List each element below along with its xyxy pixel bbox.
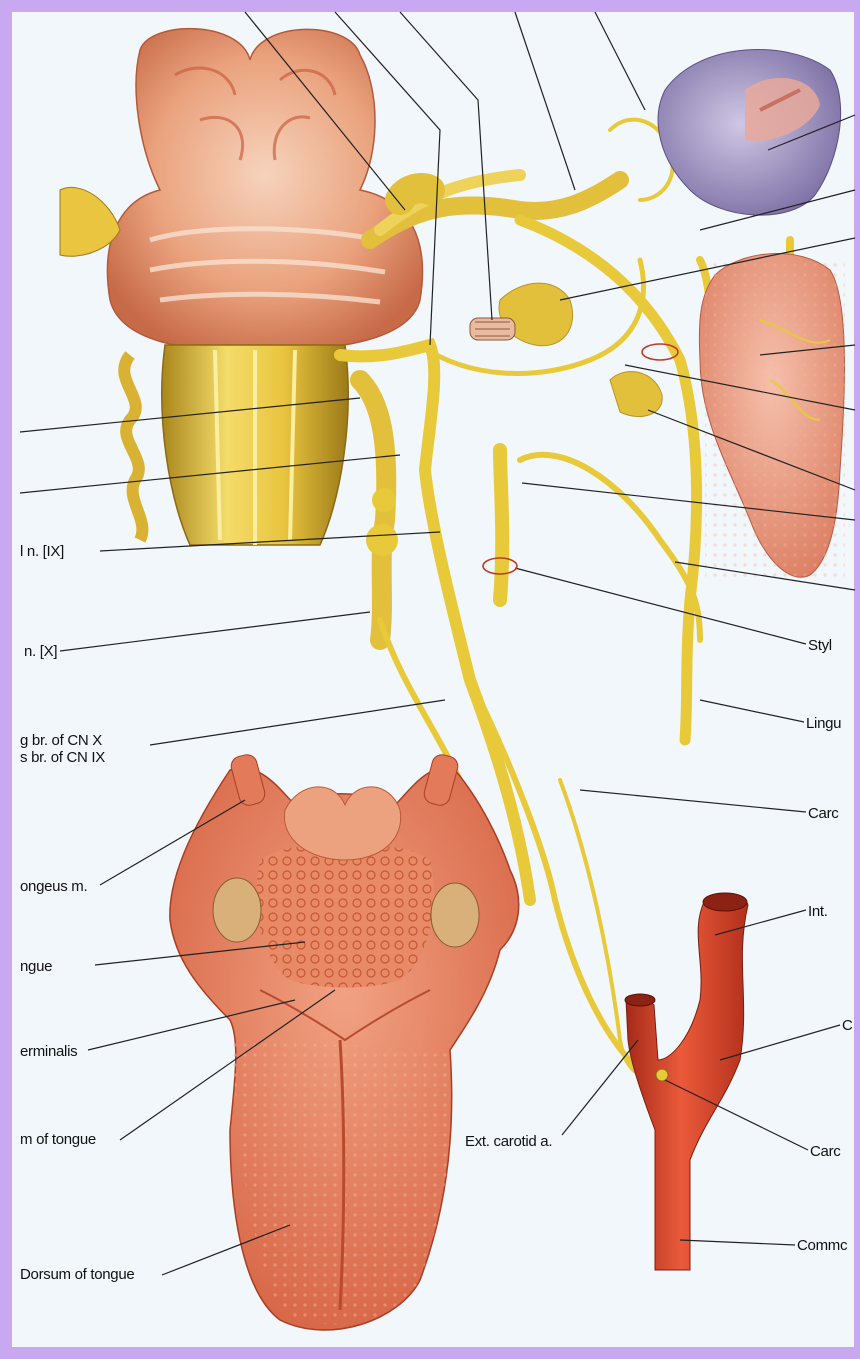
label-root-of-tongue: ngue	[20, 958, 52, 975]
label-dorsum-region: m of tongue	[20, 1131, 96, 1148]
carotid-arteries	[625, 893, 748, 1270]
tongue	[170, 752, 519, 1330]
label-pharyngeal-branch-2: s br. of CN IX	[20, 749, 105, 766]
label-carotid-sinus-branch: Carc	[808, 805, 838, 822]
label-carotid-body: Carc	[810, 1143, 840, 1160]
brainstem	[60, 29, 423, 545]
label-stylo: Styl	[808, 637, 832, 654]
label-pharyngeal-branch-1: g br. of CN X	[20, 732, 102, 749]
parotid-gland	[699, 254, 845, 580]
label-sulcus-terminalis: erminalis	[20, 1043, 77, 1060]
label-lingual: Lingu	[806, 715, 841, 732]
label-vagus-nerve: n. [X]	[24, 643, 57, 660]
label-common-carotid: Commc	[797, 1237, 847, 1254]
label-glossopharyngeal-nerve: l n. [IX]	[20, 543, 64, 560]
label-hyoglossus: ongeus m.	[20, 878, 87, 895]
label-dorsum-of-tongue: Dorsum of tongue	[20, 1266, 134, 1283]
label-carotid-c: C	[842, 1017, 853, 1034]
tympanic-plexus	[470, 318, 515, 340]
label-int-carotid: Int.	[808, 903, 828, 920]
label-ext-carotid: Ext. carotid a.	[465, 1133, 552, 1150]
